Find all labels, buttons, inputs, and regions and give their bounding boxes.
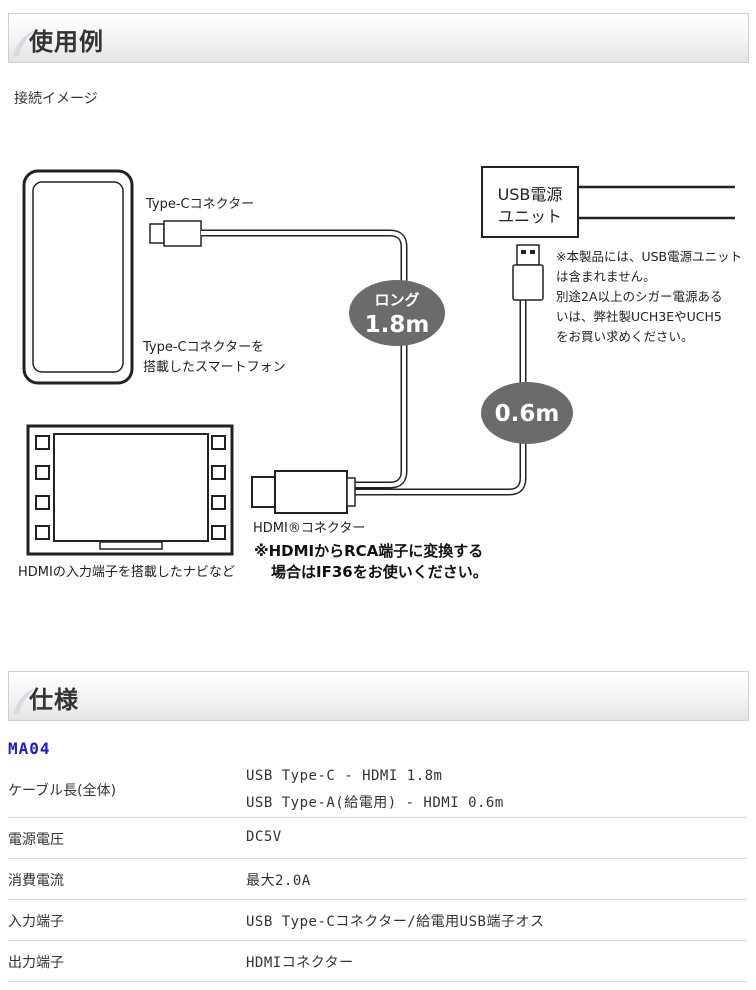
smartphone-illustration xyxy=(22,169,134,385)
spec-value: HDMIコネクター xyxy=(246,955,354,971)
spec-value: 最大2.0A xyxy=(246,873,311,889)
spec-row: 消費電流 最大2.0A xyxy=(8,859,747,900)
power-note-line2: は含まれません。 xyxy=(556,269,656,284)
spec-value: USB Type-C - HDMI 1.8m xyxy=(246,768,443,784)
hdmi-connector-label: HDMI®コネクター xyxy=(253,521,365,536)
spec-label: 入力端子 xyxy=(8,914,64,930)
usb-a-plug-icon xyxy=(512,244,544,301)
spec-row: ケーブル長(全体) USB Type-C - HDMI 1.8m USB Typ… xyxy=(8,760,747,818)
model-number: MA04 xyxy=(8,739,51,758)
rca-note-line2: 場合はIF36をお使いください。 xyxy=(271,563,488,581)
header-swoosh-icon xyxy=(13,688,35,714)
spec-value: USB Type-A(給電用) - HDMI 0.6m xyxy=(246,795,504,811)
rca-note-line1: ※HDMIからRCA端子に変換する xyxy=(254,542,483,560)
hdmi-plug-icon xyxy=(251,470,356,514)
spec-row: 電源電圧 DC5V xyxy=(8,818,747,859)
header-swoosh-icon xyxy=(13,30,35,56)
spec-row: 入力端子 USB Type-Cコネクター/給電用USB端子オス xyxy=(8,900,747,941)
navigation-unit-illustration xyxy=(26,424,234,556)
typec-plug-icon xyxy=(149,220,202,247)
spec-label: 電源電圧 xyxy=(8,832,64,848)
power-note-line3: 別途2A以上のシガー電源ある xyxy=(556,289,723,304)
usb-power-label-line1: USB電源 xyxy=(498,185,563,204)
smartphone-label-line1: Type-Cコネクターを xyxy=(142,340,264,355)
badge-short-length: 0.6m xyxy=(495,401,560,427)
spec-value: DC5V xyxy=(246,829,282,845)
spec-label: 出力端子 xyxy=(8,955,64,971)
usage-section-title: 使用例 xyxy=(29,28,104,56)
navi-label: HDMIの入力端子を搭載したナビなど xyxy=(18,564,235,580)
badge-long-length: 1.8m xyxy=(365,312,430,338)
cable-length-badge-short: 0.6m xyxy=(481,382,573,444)
spec-value: USB Type-Cコネクター/給電用USB端子オス xyxy=(246,914,545,930)
typec-connector-label: Type-Cコネクター xyxy=(145,197,254,212)
smartphone-label-line2: 搭載したスマートフォン xyxy=(143,359,286,375)
spec-label: 消費電流 xyxy=(8,873,64,889)
power-note-line1: ※本製品には、USB電源ユニット xyxy=(556,249,742,264)
spec-row: 出力端子 HDMIコネクター xyxy=(8,941,747,982)
connection-image-caption: 接続イメージ xyxy=(14,91,98,107)
spec-section-header: 仕様 xyxy=(8,671,749,721)
spec-label: ケーブル長(全体) xyxy=(8,783,117,799)
cable-length-badge-long: ロング 1.8m xyxy=(349,280,445,346)
usage-section-header: 使用例 xyxy=(8,13,749,63)
power-note-line5: をお買い求めください。 xyxy=(556,329,694,344)
power-note-line4: いは、弊社製UCH3EやUCH5 xyxy=(556,309,722,324)
usb-power-label-line2: ユニット xyxy=(498,207,562,226)
connection-diagram: ロング 1.8m 0.6m Type-Cコネクター Type-Cコネクターを 搭… xyxy=(18,166,742,581)
usb-power-unit xyxy=(481,166,735,238)
spec-section-title: 仕様 xyxy=(29,686,79,714)
badge-long-label: ロング xyxy=(374,291,419,309)
